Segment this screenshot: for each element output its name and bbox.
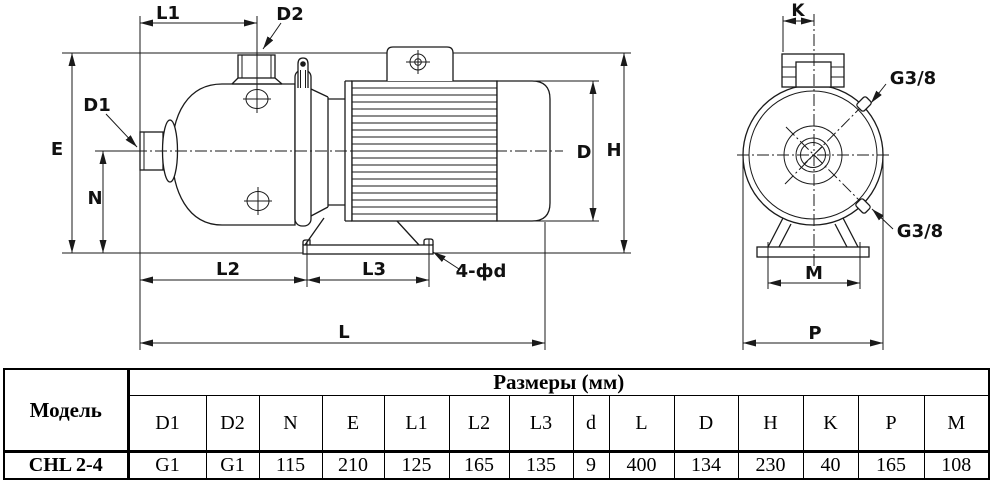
label-g38-bottom: G3/8 bbox=[897, 221, 943, 242]
front-foot-plate bbox=[756, 246, 870, 258]
cell-value: G1 bbox=[205, 450, 260, 480]
dim-label-l3: L3 bbox=[362, 259, 386, 280]
plug-bottom bbox=[855, 198, 871, 214]
foot-plate bbox=[302, 244, 434, 255]
plug-centerlines bbox=[784, 99, 869, 209]
front-view: K G3/8 G3/8 M P bbox=[737, 1, 943, 350]
col-header: K bbox=[802, 395, 859, 452]
cell-value: 108 bbox=[923, 450, 990, 480]
dim-label-e: E bbox=[51, 139, 63, 160]
dim-label-k: K bbox=[791, 1, 805, 21]
leader-g38-top bbox=[870, 83, 887, 104]
body-bolt-bottom bbox=[244, 187, 272, 215]
col-header: M bbox=[923, 395, 990, 452]
dim-label-holes: 4-фd bbox=[456, 261, 507, 282]
clamp-band bbox=[294, 69, 312, 227]
cell-value: 165 bbox=[857, 450, 925, 480]
col-header: L bbox=[608, 395, 675, 452]
dim-label-d2: D2 bbox=[276, 4, 303, 25]
cell-value: 9 bbox=[572, 450, 610, 480]
col-header: P bbox=[857, 395, 925, 452]
leader-d2 bbox=[262, 22, 282, 50]
cell-value: 125 bbox=[383, 450, 450, 480]
cell-value: 40 bbox=[802, 450, 859, 480]
leader-g38-bottom bbox=[871, 208, 894, 230]
dim-label-d1: D1 bbox=[83, 95, 110, 116]
col-header: D bbox=[673, 395, 739, 452]
col-header: L1 bbox=[383, 395, 450, 452]
dim-label-l: L bbox=[338, 322, 349, 343]
front-ext-lines bbox=[742, 16, 884, 350]
foot-left-lip bbox=[302, 239, 311, 245]
label-g38-top: G3/8 bbox=[890, 68, 936, 89]
col-header: D1 bbox=[127, 395, 207, 452]
col-header: D2 bbox=[205, 395, 260, 452]
dim-label-l2: L2 bbox=[216, 259, 240, 280]
dimensions-table: Модель Размеры (мм) D1 D2 N E L1 L2 L3 d… bbox=[3, 368, 990, 480]
dim-label-l1: L1 bbox=[156, 3, 180, 24]
dim-label-p: P bbox=[808, 323, 821, 344]
motor-fins bbox=[352, 87, 497, 215]
ext-lines-d bbox=[499, 80, 599, 222]
column-header-row: D1 D2 N E L1 L2 L3 d L D H K P M bbox=[4, 395, 990, 452]
cell-value: G1 bbox=[127, 450, 207, 480]
clamp-bolt bbox=[300, 61, 306, 67]
col-header: d bbox=[572, 395, 610, 452]
pump-drawing: L1 D2 D1 E N L2 L3 4-фd L D H bbox=[51, 1, 943, 350]
cell-value: 230 bbox=[737, 450, 804, 480]
model-header: Модель bbox=[3, 368, 130, 452]
front-base-legs bbox=[767, 217, 859, 248]
col-header: N bbox=[258, 395, 323, 452]
col-header: L3 bbox=[508, 395, 574, 452]
pump-body bbox=[171, 83, 296, 226]
model-value: CHL 2-4 bbox=[3, 450, 130, 480]
dim-label-h: H bbox=[606, 140, 621, 161]
dim-label-n: N bbox=[87, 188, 102, 209]
adapter-cone bbox=[310, 88, 345, 217]
shaft-ring bbox=[795, 137, 831, 173]
dim-label-m: M bbox=[805, 263, 823, 284]
motor-front-plate bbox=[344, 80, 353, 222]
motor-lug bbox=[386, 46, 454, 81]
leader-d1 bbox=[105, 113, 138, 148]
cell-value: 135 bbox=[508, 450, 574, 480]
cell-value: 400 bbox=[608, 450, 675, 480]
size-header: Размеры (мм) bbox=[127, 368, 990, 396]
cell-value: 115 bbox=[258, 450, 323, 480]
col-header: H bbox=[737, 395, 804, 452]
plug-top bbox=[856, 96, 872, 112]
col-header: L2 bbox=[448, 395, 510, 452]
leader-holes bbox=[432, 251, 460, 270]
dim-label-d: D bbox=[577, 142, 592, 163]
lug-bolt bbox=[406, 50, 430, 74]
cell-value: 210 bbox=[321, 450, 385, 480]
cell-value: 165 bbox=[448, 450, 510, 480]
cell-value: 134 bbox=[673, 450, 739, 480]
col-header: E bbox=[321, 395, 385, 452]
base-legs bbox=[304, 217, 420, 246]
side-view: L1 D2 D1 E N L2 L3 4-фd L D H bbox=[51, 3, 631, 350]
table-row: CHL 2-4 G1 G1 115 210 125 165 135 9 400 … bbox=[3, 450, 990, 480]
